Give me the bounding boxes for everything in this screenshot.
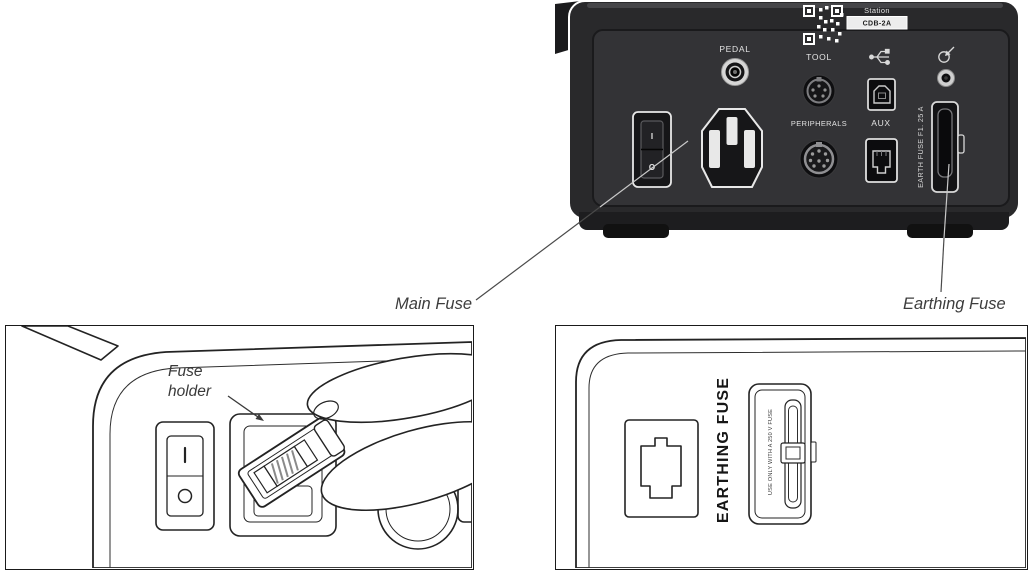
tool-connector: [802, 74, 836, 108]
fingernail: [313, 400, 339, 420]
earthing-fuse-label: Earthing Fuse: [903, 295, 1006, 313]
fuse-warning-text: USE ONLY WITH A 250 V FUSE: [768, 409, 774, 495]
foot-right: [907, 224, 973, 238]
hand-illustration: [306, 352, 472, 512]
fuse-pull-tab: [780, 442, 806, 464]
switch-off-symbol: [177, 488, 193, 504]
handle-fragment: [21, 326, 119, 361]
usb-b-port: [867, 78, 896, 111]
earth-fuse-holder: [931, 101, 965, 193]
switch-off-glyph: O: [649, 163, 655, 172]
fuse-holder-arrow: [227, 395, 264, 421]
foot-left: [603, 224, 669, 238]
station-base: [579, 212, 1009, 230]
index-finger: [306, 352, 472, 424]
detail-power-switch: [155, 421, 215, 531]
earth-jack: [937, 69, 955, 87]
main-fuse-detail-panel: Fuse holder: [5, 325, 474, 570]
rear-panel-illustration: Station CDB-2A PEDAL TOOL: [555, 0, 1020, 238]
rj-connector-outline: [624, 419, 699, 518]
power-switch: I O: [632, 111, 672, 188]
earth-fuse-label: EARTH FUSE F1. 25 A: [916, 106, 925, 188]
fuse-holder-label-line2: holder: [168, 383, 212, 400]
peripherals-connector: [799, 139, 839, 179]
connector-panel: [592, 29, 1010, 207]
edge-connector-outline: [457, 463, 472, 523]
qr-code: [803, 5, 844, 45]
panel-inner-edge: [109, 357, 472, 568]
fuse-holder-illustration: Fuse holder: [21, 326, 472, 568]
holder-latch: [810, 441, 817, 463]
fuse-pull-tab-inner: [785, 446, 801, 460]
fuse-hatching: [270, 450, 299, 484]
usb-icon: [869, 48, 890, 65]
body-top-edge: [587, 3, 1003, 8]
peripherals-label: PERIPHERALS: [791, 119, 847, 128]
aux-label: AUX: [871, 118, 891, 128]
power-inlet: [701, 108, 763, 188]
main-fuse-label: Main Fuse: [394, 295, 472, 313]
fuse-holder-label-line1: Fuse: [168, 363, 203, 380]
station-label: Station: [864, 6, 890, 15]
earthing-fuse-illustration: EARTHING FUSE USE ONLY WITH A 250 V FUSE: [575, 337, 1026, 568]
pedal-connector: [721, 58, 749, 86]
earth-jack-icon: [938, 46, 955, 63]
model-badge: [846, 16, 908, 30]
thumb: [320, 420, 472, 512]
holder-grip: [313, 419, 346, 457]
panel-inner-edge: [588, 350, 1026, 568]
aux-port: [865, 138, 898, 183]
earthing-fuse-leader-line: [940, 237, 945, 293]
switch-on-glyph: I: [651, 132, 653, 141]
pedal-label: PEDAL: [719, 44, 750, 54]
earthing-fuse-holder-drawing: USE ONLY WITH A 250 V FUSE: [748, 383, 817, 525]
earthing-fuse-detail-panel: EARTHING FUSE USE ONLY WITH A 250 V FUSE: [555, 325, 1028, 570]
removed-fuse-holder: [237, 417, 346, 508]
earthing-fuse-title: EARTHING FUSE: [715, 377, 732, 523]
model-number: CDB-2A: [863, 21, 892, 28]
tool-label: TOOL: [806, 52, 832, 62]
